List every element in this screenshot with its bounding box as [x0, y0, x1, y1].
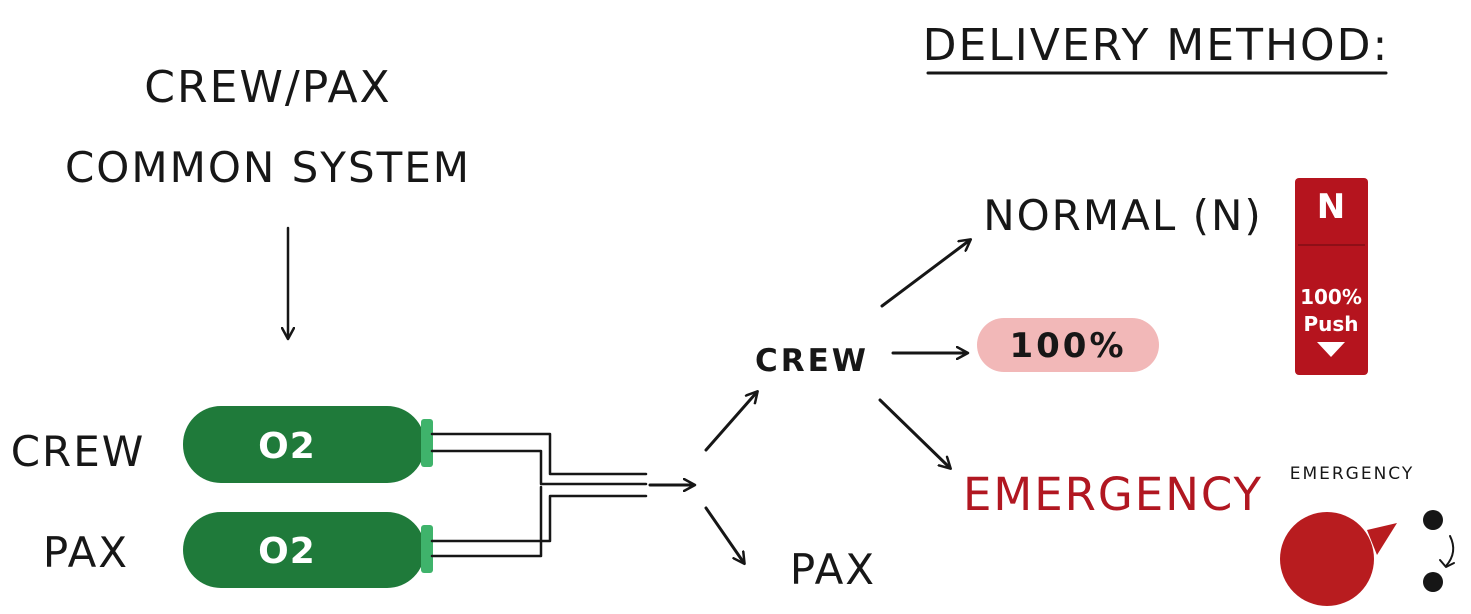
to-emergency-arrow-icon [878, 398, 950, 468]
down-triangle-icon [1317, 342, 1345, 357]
crew-oxygen-cylinder: O2 [183, 406, 433, 483]
knob-rotation-arrow-icon [1445, 535, 1455, 567]
crew-side-label: CREW [11, 427, 146, 476]
emergency-mode-label: EMERGENCY [963, 468, 1263, 521]
pax-cylinder-label: O2 [258, 531, 316, 572]
pax-cylinder-cap [421, 525, 433, 573]
pax-side-label: PAX [43, 528, 129, 577]
knob-rotation-arrowhead-icon [1439, 559, 1455, 568]
normal-switch-top-label: N [1317, 187, 1345, 227]
normal-mode-label: NORMAL (N) [983, 191, 1263, 240]
crew-cylinder-cap [421, 419, 433, 467]
emergency-knob-label: EMERGENCY [1290, 464, 1415, 484]
crew-cylinder-body [183, 406, 425, 483]
oxygen-piping [430, 432, 648, 558]
knob-position-dot-top [1423, 510, 1443, 530]
normal-switch-body[interactable] [1295, 178, 1368, 375]
hundred-percent-label: 100% [1009, 326, 1126, 366]
emergency-knob-group[interactable]: EMERGENCY [1280, 464, 1455, 606]
knob-position-dot-bottom [1423, 572, 1443, 592]
to-normal-arrow-icon [880, 240, 970, 308]
to-crew-arrow-icon [704, 392, 757, 452]
to-pax-arrow-icon [704, 506, 744, 563]
delivery-method-heading: DELIVERY METHOD: [923, 20, 1390, 71]
pax-oxygen-cylinder: O2 [183, 512, 433, 588]
emergency-knob-pointer [1367, 523, 1397, 555]
normal-100-switch[interactable]: N 100% Push [1295, 178, 1368, 375]
title-line-2: COMMON SYSTEM [65, 143, 471, 192]
switch-push-label-line-2: Push [1303, 312, 1358, 336]
hundred-percent-pill [977, 318, 1159, 372]
crew-cylinder-label: O2 [258, 426, 316, 467]
pax-cylinder-body [183, 512, 425, 588]
title-line-1: CREW/PAX [144, 62, 391, 113]
switch-push-label-line-1: 100% [1300, 285, 1362, 309]
crew-branch-label: CREW [755, 343, 869, 379]
pax-branch-label: PAX [790, 545, 876, 594]
hundred-percent-mode: 100% [977, 318, 1159, 372]
emergency-knob[interactable] [1280, 512, 1374, 606]
